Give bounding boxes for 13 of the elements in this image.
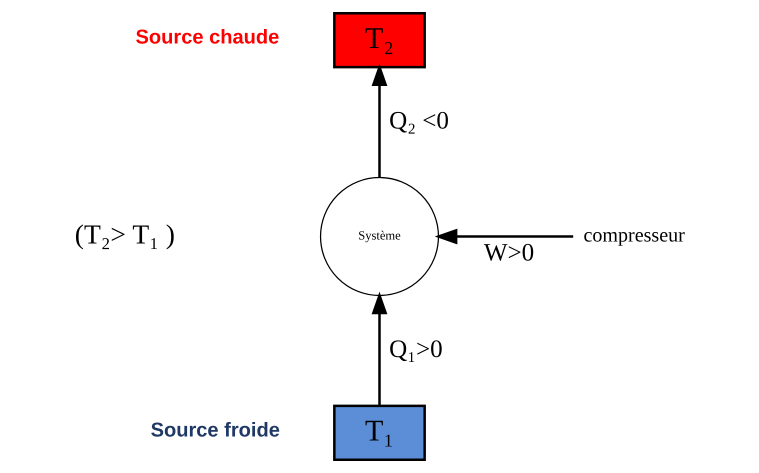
node-box: T₂ bbox=[333, 12, 426, 68]
arrow bbox=[434, 228, 574, 244]
node-circle: Système bbox=[320, 176, 440, 296]
arrow bbox=[372, 292, 388, 406]
edge-label: W>0 bbox=[484, 239, 534, 266]
label: (T₂> T₁ ) bbox=[74, 218, 175, 250]
node-box: T₁ bbox=[333, 404, 426, 462]
node-text: compresseur bbox=[583, 224, 685, 246]
edge-label: Q₁>0 bbox=[389, 336, 443, 363]
node-label: Source chaude bbox=[136, 26, 280, 49]
edge-label: Q₂ <0 bbox=[389, 108, 449, 135]
arrow bbox=[372, 63, 388, 178]
node-label: Source froide bbox=[150, 419, 280, 442]
